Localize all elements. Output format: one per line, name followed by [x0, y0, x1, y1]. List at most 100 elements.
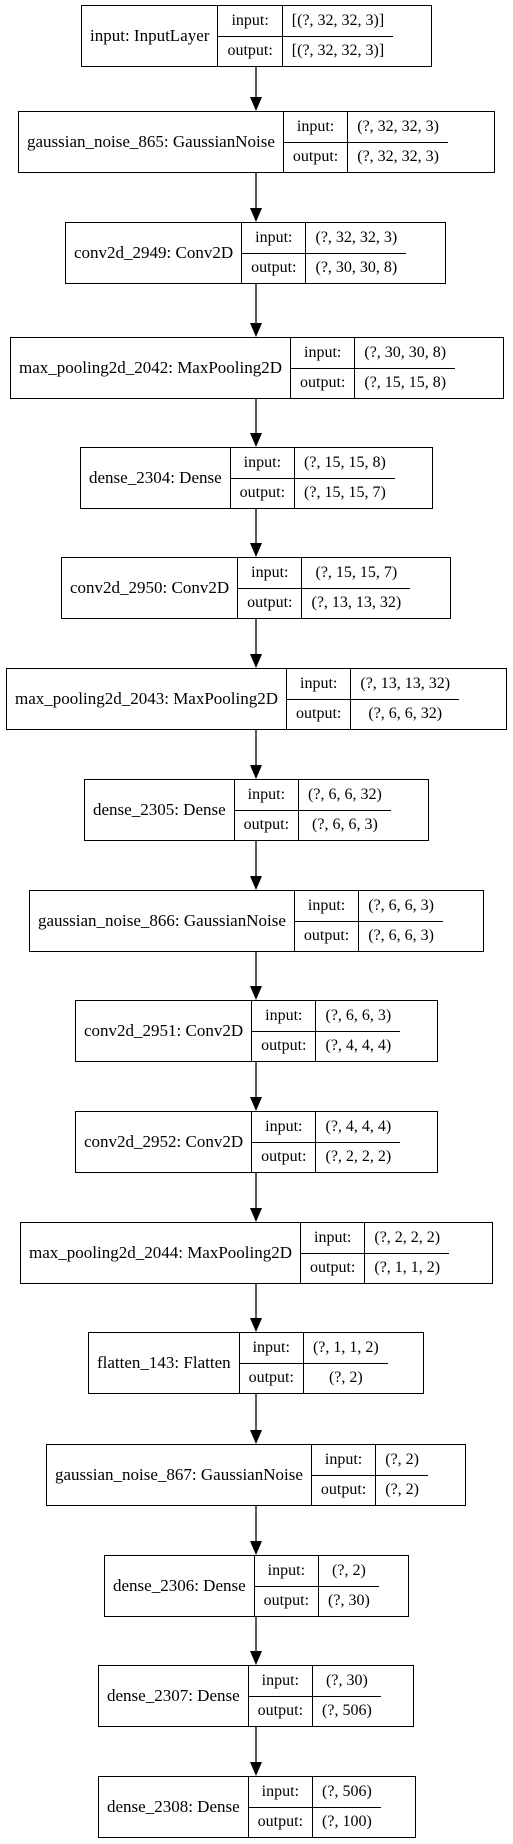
output-label: output: — [257, 1702, 304, 1720]
output-label: output: — [300, 374, 346, 392]
output-label: output: — [310, 1259, 356, 1277]
layer-name: input: InputLayer — [82, 6, 219, 66]
output-shape: [(?, 32, 32, 3)] — [291, 42, 385, 60]
input-shape: (?, 6, 6, 32) — [299, 780, 391, 811]
input-shape: (?, 6, 6, 3) — [359, 891, 443, 922]
arrow-head-icon — [250, 543, 262, 557]
arrow-head-icon — [250, 654, 262, 668]
output-shape: (?, 2, 2, 2) — [325, 1148, 392, 1166]
layer-name: max_pooling2d_2042: MaxPooling2D — [11, 338, 292, 398]
input-label: input: — [234, 780, 299, 811]
input-label: input: — [239, 1333, 303, 1364]
layer-name: gaussian_noise_867: GaussianNoise — [47, 1445, 312, 1505]
input-shape: [(?, 32, 32, 3)] — [282, 6, 394, 37]
layer-name: dense_2308: Dense — [99, 1777, 249, 1837]
input-label: input: — [287, 669, 351, 700]
layer-name: max_pooling2d_2044: MaxPooling2D — [21, 1223, 302, 1283]
layer-name: gaussian_noise_865: GaussianNoise — [19, 112, 284, 172]
output-shape: (?, 15, 15, 7) — [304, 484, 386, 502]
output-shape: (?, 15, 15, 8) — [364, 374, 447, 392]
input-label: input: — [248, 1666, 313, 1697]
input-label: input: — [311, 1445, 376, 1476]
output-shape: (?, 6, 6, 3) — [368, 927, 434, 945]
output-shape: (?, 2) — [385, 1481, 419, 1499]
arrow-head-icon — [250, 765, 262, 779]
input-label: input: — [291, 338, 355, 369]
layer-name: dense_2305: Dense — [85, 780, 235, 840]
arrow-head-icon — [250, 433, 262, 447]
input-label: input: — [230, 448, 295, 479]
input-label: input: — [252, 1112, 316, 1143]
layer-name: dense_2304: Dense — [81, 448, 231, 508]
layer-name: conv2d_2952: Conv2D — [76, 1112, 253, 1172]
arrow-head-icon — [250, 876, 262, 890]
arrow-head-icon — [250, 1208, 262, 1222]
output-label: output: — [296, 705, 342, 723]
output-label: output: — [251, 259, 297, 277]
input-shape: (?, 2) — [376, 1445, 428, 1476]
arrow-head-icon — [250, 97, 262, 111]
output-shape: (?, 6, 6, 3) — [312, 816, 378, 834]
layer-name: conv2d_2951: Conv2D — [76, 1001, 253, 1061]
input-shape: (?, 506) — [313, 1777, 381, 1808]
input-shape: (?, 15, 15, 8) — [295, 448, 395, 479]
output-label: output: — [248, 1369, 294, 1387]
output-label: output: — [227, 42, 273, 60]
arrow-head-icon — [250, 1541, 262, 1555]
arrow-head-icon — [250, 1651, 262, 1665]
output-shape: (?, 30, 30, 8) — [315, 259, 398, 277]
input-shape: (?, 30) — [313, 1666, 381, 1697]
input-shape: (?, 2) — [319, 1556, 379, 1587]
arrow-head-icon — [250, 1097, 262, 1111]
input-label: input: — [252, 1001, 316, 1032]
layer-name: flatten_143: Flatten — [89, 1333, 240, 1393]
arrow-head-icon — [250, 986, 262, 1000]
output-label: output: — [239, 484, 286, 502]
input-label: input: — [242, 223, 306, 254]
layer-name: gaussian_noise_866: GaussianNoise — [30, 891, 295, 951]
input-shape: (?, 1, 1, 2) — [303, 1333, 388, 1364]
input-shape: (?, 6, 6, 3) — [316, 1001, 401, 1032]
input-label: input: — [248, 1777, 313, 1808]
output-label: output: — [257, 1813, 304, 1831]
input-shape: (?, 13, 13, 32) — [351, 669, 460, 700]
output-shape: (?, 100) — [322, 1813, 372, 1831]
output-label: output: — [247, 594, 293, 612]
arrow-head-icon — [250, 1318, 262, 1332]
output-label: output: — [303, 927, 350, 945]
output-shape: (?, 506) — [322, 1702, 372, 1720]
output-shape: (?, 1, 1, 2) — [374, 1259, 441, 1277]
arrow-head-icon — [250, 1762, 262, 1776]
arrow-head-icon — [250, 323, 262, 337]
output-label: output: — [261, 1037, 307, 1055]
output-shape: (?, 32, 32, 3) — [357, 148, 439, 166]
output-shape: (?, 30) — [328, 1592, 370, 1610]
output-label: output: — [320, 1481, 367, 1499]
output-shape: (?, 2) — [328, 1369, 363, 1387]
input-shape: (?, 30, 30, 8) — [355, 338, 456, 369]
output-shape: (?, 13, 13, 32) — [311, 594, 402, 612]
input-label: input: — [301, 1223, 365, 1254]
input-label: input: — [294, 891, 359, 922]
output-label: output: — [243, 816, 290, 834]
input-shape: (?, 32, 32, 3) — [306, 223, 407, 254]
output-shape: (?, 6, 6, 32) — [368, 705, 443, 723]
input-shape: (?, 15, 15, 7) — [302, 558, 411, 589]
input-shape: (?, 2, 2, 2) — [365, 1223, 450, 1254]
layer-name: dense_2306: Dense — [105, 1556, 255, 1616]
input-label: input: — [238, 558, 302, 589]
output-label: output: — [261, 1148, 307, 1166]
input-label: input: — [218, 6, 282, 37]
